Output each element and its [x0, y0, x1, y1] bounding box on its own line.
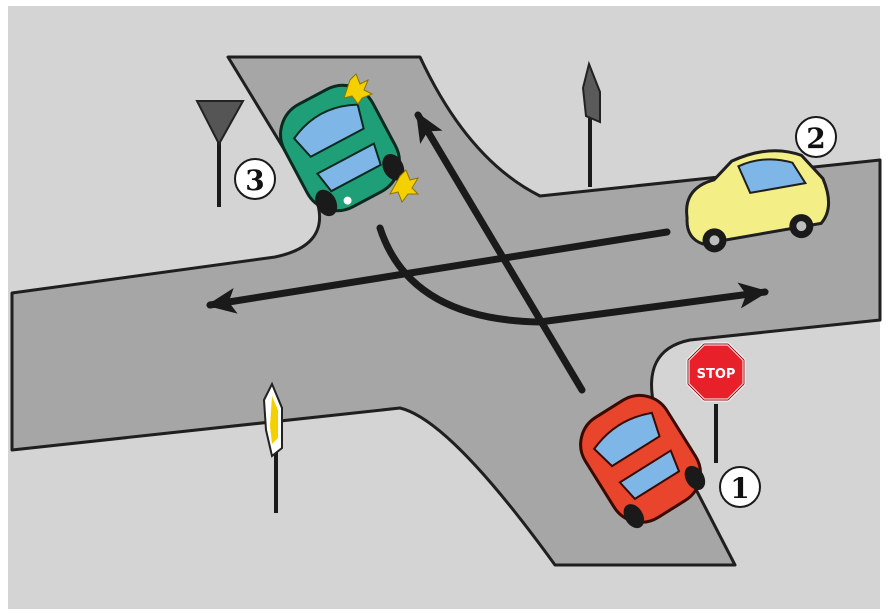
marker-1: 1: [720, 467, 760, 507]
marker-1-text: 1: [730, 472, 749, 505]
marker-2-text: 2: [806, 122, 825, 155]
marker-3-text: 3: [245, 164, 264, 197]
marker-2: 2: [796, 117, 836, 157]
marker-3: 3: [235, 159, 275, 199]
stop-sign-text: STOP: [697, 367, 736, 382]
